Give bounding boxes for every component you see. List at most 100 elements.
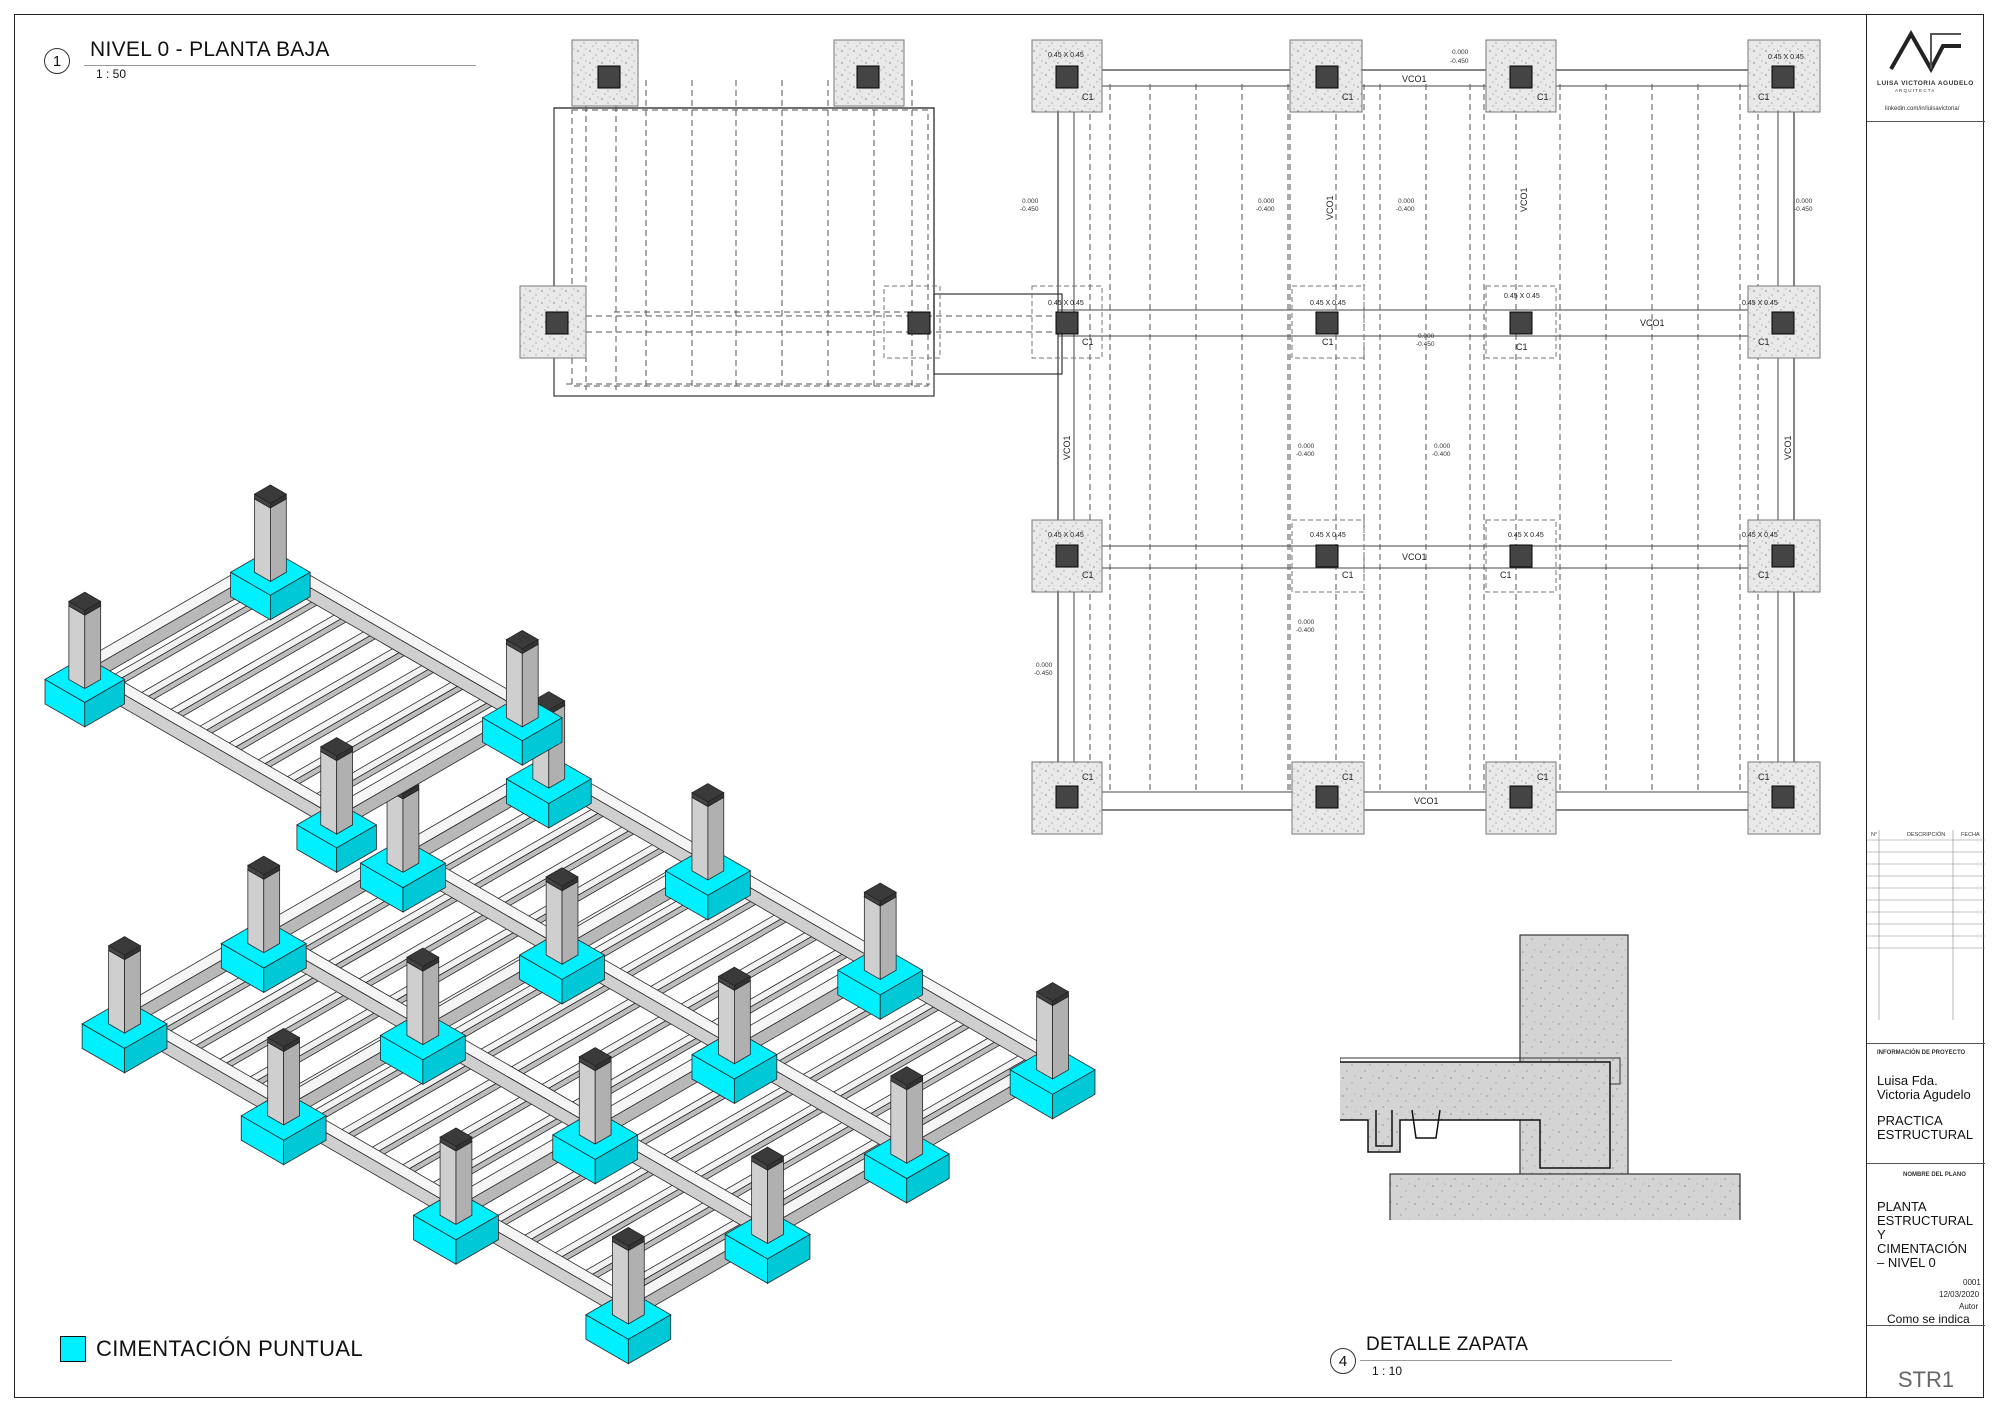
iso-column-side [269,498,287,583]
column-label: C1 [1322,337,1334,347]
column-label: C1 [1082,772,1094,782]
column-label: C1 [1516,342,1528,352]
column-label: C1 [1082,92,1094,102]
plan-view-scale: 1 : 50 [96,67,127,81]
level-tag: -0.400 [1256,206,1275,213]
column-size-label: 0.45 X 0.45 [1310,300,1346,307]
sheet-date: 12/03/2020 [1939,1290,1980,1299]
iso-column-side [68,605,86,690]
level-tag: 0.000 [1022,198,1039,205]
revisions-table: N° DESCRIPCIÓN FECHA [1867,830,1985,1044]
beam-label: VCO1 [1414,796,1439,806]
iso-column-side [402,788,420,873]
iso-column-side [718,980,735,1065]
column-size-label: 0.45 X 0.45 [1048,52,1084,59]
iso-column-side [439,1141,457,1226]
iso-column-cap-top [406,947,440,967]
detail-view-scale: 1 : 10 [1372,1364,1403,1378]
beam-label: VCO1 [1325,195,1335,220]
sheet-name-line-4: CIMENTACIÓN [1877,1241,1968,1256]
iso-column-side [767,1160,784,1245]
iso-column-side [108,949,125,1034]
footing-detail [1340,934,1741,1220]
project-line-1: PRACTICA [1877,1113,1943,1128]
iso-column-cap-top [107,936,142,956]
column-label: C1 [1342,772,1354,782]
sheet-name-label: NOMBRE DEL PLANO [1903,1172,1966,1178]
level-tag: -0.450 [1020,206,1039,213]
iso-column-side [422,961,440,1046]
column-label: C1 [1537,772,1549,782]
level-tag: 0.000 [1036,662,1053,669]
iso-column-side [1052,995,1069,1080]
rev-col-date: FECHA [1961,832,1980,838]
drawn-by: Autor [1959,1302,1979,1311]
beam-label: VCO1 [1402,74,1427,84]
level-tag: 0.000 [1298,619,1315,626]
title-block: LUISA VICTORIA AGUDELO A R Q U I T E C T… [1866,14,1985,1398]
column-label: C1 [1537,92,1549,102]
project-info-cell: INFORMACIÓN DE PROYECTO Luisa Fda. Victo… [1867,1044,1985,1164]
column-label: C1 [1500,570,1512,580]
plan-title-underline [84,65,476,66]
iso-column-side [594,1060,612,1145]
level-tag: -0.450 [1794,206,1813,213]
level-tag: 0.000 [1398,198,1415,205]
left-wing-joists [566,76,1060,390]
column-size-label: 0.45 X 0.45 [1508,532,1544,539]
iso-column-side [890,1079,908,1164]
column-size-label: 0.45 X 0.45 [1504,293,1540,300]
level-tag: 0.000 [1298,443,1315,450]
detail-grade-beam [1340,1061,1611,1169]
view-number-bubble: 1 [44,48,70,74]
level-tag: 0.000 [1418,333,1435,340]
author-line-2: Victoria Agudelo [1877,1087,1971,1102]
beam-label: VCO1 [1062,435,1072,460]
revisions-grid [1867,830,1985,1020]
column-label: C1 [1342,92,1354,102]
iso-column-side [545,880,563,965]
column-size-label: 0.45 X 0.45 [1742,300,1778,307]
sheet-number: STR1 [1897,1367,1955,1392]
level-tag: 0.000 [1452,49,1469,56]
iso-column-cap-top [545,867,579,887]
legend-swatch [60,1336,86,1362]
sheet-name-line-3: Y [1877,1227,1886,1242]
rev-col-no: N° [1871,832,1878,838]
iso-column-cap-top [863,882,897,902]
level-tag: 0.000 [1258,198,1275,205]
level-tag: 0.000 [1796,198,1813,205]
iso-column-side [254,498,271,583]
linkedin-link[interactable]: linkedin.com/in/luisavictoria/ [1885,106,1960,112]
sheet-scale: Como se indica [1887,1312,1970,1326]
beam-label: VCO1 [1640,318,1665,328]
column-label: C1 [1758,337,1770,347]
sheet-name-line-1: PLANTA [1877,1199,1927,1214]
detail-number-bubble: 4 [1330,1348,1356,1374]
level-tag: -0.400 [1432,451,1451,458]
iso-column-cap-top [750,1146,785,1166]
column-label: C1 [1082,337,1094,347]
column-label: C1 [1758,570,1770,580]
column-size-label: 0.45 X 0.45 [1048,532,1084,539]
logo-subtitle: A R Q U I T E C T A [1895,88,1935,93]
iso-column-side [1036,995,1053,1080]
iso-column-side [505,643,523,728]
column-size-label: 0.45 X 0.45 [1310,532,1346,539]
project-line-2: ESTRUCTURAL [1877,1127,1974,1142]
iso-column-side [406,961,424,1046]
iso-column-cap-top [439,1127,473,1147]
beam-label: VCO1 [1402,552,1427,562]
iso-column-cap-top [691,783,725,803]
iso-column-side [612,1240,629,1325]
left-wing-footings [519,39,941,359]
rev-col-description: DESCRIPCIÓN [1907,832,1946,838]
iso-column-side [906,1079,924,1164]
title-block-logo-cell: LUISA VICTORIA AGUDELO A R Q U I T E C T… [1867,14,1985,122]
level-tag: -0.450 [1034,670,1053,677]
main-plan-joists [1089,84,1759,794]
sheet-name-cell: NOMBRE DEL PLANO PLANTA ESTRUCTURAL Y CI… [1867,1164,1985,1326]
drawing-sheet [14,14,1984,1398]
level-tag: -0.400 [1396,206,1415,213]
